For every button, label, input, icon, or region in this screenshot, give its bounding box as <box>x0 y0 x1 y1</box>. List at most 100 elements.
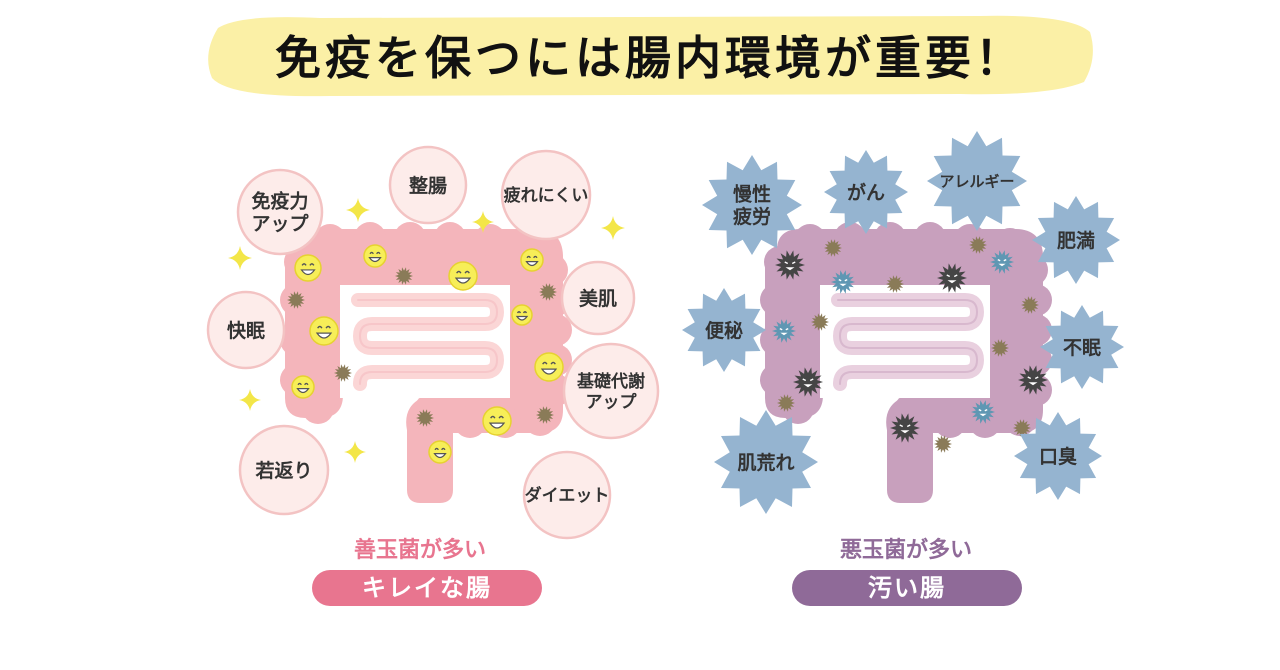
bubble-label: 美肌 <box>579 287 617 310</box>
benefit-bubble: 快眠 <box>206 290 286 370</box>
smiley-mouth <box>300 269 316 276</box>
smiley-eyes <box>301 263 315 266</box>
smiley-eyes <box>297 382 309 386</box>
germ-body <box>1021 296 1039 314</box>
smiley-eyes <box>490 415 504 419</box>
germ-eyes <box>946 274 958 278</box>
problem-star: 口臭 <box>1014 412 1102 500</box>
angry-germ-icon <box>990 250 1014 274</box>
bubble-label: ダイエット <box>525 485 610 506</box>
star-label: 疲労 <box>733 205 771 228</box>
dirty-gut-colon-bump <box>794 224 826 256</box>
star-shape <box>824 150 908 234</box>
dirty-gut-small-intestine-edge <box>837 299 979 385</box>
smiley-eyes <box>317 325 331 329</box>
sparkle-shape <box>472 211 494 233</box>
benefit-bubble: 若返り <box>238 424 330 516</box>
problem-star: 不眠 <box>1040 305 1124 389</box>
smiley-eyes <box>526 255 538 259</box>
sparkle-icon <box>239 389 261 411</box>
title-highlight <box>208 15 1093 97</box>
smiley-face <box>291 375 315 399</box>
clean-gut-colon-bump <box>474 224 506 256</box>
germ-icon <box>334 364 352 382</box>
star-shape <box>1032 196 1120 284</box>
germ-icon <box>969 236 987 254</box>
sparkle-shape <box>344 441 366 463</box>
angry-germ-icon <box>772 319 796 343</box>
clean-gut-colon-bump <box>394 222 426 254</box>
smiley-mouth <box>454 277 472 284</box>
dirty-gut-colon-bump <box>934 406 966 438</box>
sparkle-icon <box>472 211 494 233</box>
clean-gut-colon-bump <box>536 254 568 286</box>
bubble-circle <box>562 342 660 440</box>
germ-body <box>539 283 557 301</box>
germ-icon <box>395 267 413 285</box>
smiley-icon <box>291 375 315 399</box>
germ-icon <box>416 409 434 427</box>
smiley-mouth <box>315 332 333 339</box>
germ-icon <box>811 313 829 331</box>
star-label: 肌荒れ <box>737 451 794 474</box>
problem-star: 肌荒れ <box>714 410 818 514</box>
germ-eyes <box>899 424 911 428</box>
germ-body <box>536 406 554 424</box>
germ-icon <box>886 275 904 293</box>
germ-eyes <box>779 327 789 331</box>
germ-icon <box>991 339 1009 357</box>
title-banner: 免疫を保つには腸内環境が重要！ <box>200 8 1100 100</box>
smiley-icon <box>428 440 452 464</box>
clean-gut-small-intestine-edge <box>357 299 499 385</box>
sparkle-shape <box>239 389 261 411</box>
smiley-eyes <box>542 361 556 365</box>
bubble-circle <box>560 260 636 336</box>
smiley-face <box>511 304 533 326</box>
smiley-mouth <box>368 257 382 263</box>
dirty-gut <box>760 222 1052 503</box>
star-label: がん <box>847 181 885 204</box>
benefit-bubble: 疲れにくい <box>500 149 592 241</box>
sparkle-icon <box>346 198 370 222</box>
germ-mouth <box>1028 382 1038 386</box>
star-shape <box>1014 412 1102 500</box>
germ-icon <box>934 435 952 453</box>
germ-body <box>1018 365 1048 395</box>
smiley-face <box>482 406 512 436</box>
bubble-circle <box>388 145 468 225</box>
bubble-label: 快眠 <box>227 319 265 342</box>
star-shape <box>927 131 1027 231</box>
germ-icon <box>536 406 554 424</box>
germ-eyes <box>978 408 988 412</box>
page-title: 免疫を保つには腸内環境が重要！ <box>275 31 1025 85</box>
germ-icon <box>1021 296 1039 314</box>
germ-body <box>824 239 842 257</box>
dirty-gut-colon-bump <box>760 364 792 396</box>
germ-body <box>937 263 967 293</box>
smiley-icon <box>294 254 322 282</box>
smiley-face <box>520 248 544 272</box>
star-shape <box>714 410 818 514</box>
dirty-gut-colon-bump <box>914 222 946 254</box>
germ-body <box>971 400 995 424</box>
germ-body <box>395 267 413 285</box>
dirty-gut-colon-bump <box>1020 314 1052 346</box>
germ-eyes <box>997 258 1007 262</box>
clean-gut-colon-bump <box>314 224 346 256</box>
smiley-icon <box>511 304 533 326</box>
sparkle-icon <box>601 216 625 240</box>
germ-icon <box>287 291 305 309</box>
smiley-eyes <box>516 311 528 314</box>
smiley-icon <box>482 406 512 436</box>
germ-body <box>811 313 829 331</box>
star-shape <box>702 155 802 255</box>
bubble-label: アップ <box>251 212 309 235</box>
dirty-gut-colon-bump <box>994 228 1026 260</box>
clean-gut-colon-bump <box>540 314 572 346</box>
bad-gut-label: 汚い腸 <box>792 570 1022 606</box>
smiley-icon <box>309 316 339 346</box>
bubble-label: 疲れにくい <box>504 185 589 206</box>
good-caption: 善玉菌が多い <box>353 538 486 563</box>
germ-mouth <box>900 430 910 434</box>
sparkle-icon <box>228 246 252 270</box>
